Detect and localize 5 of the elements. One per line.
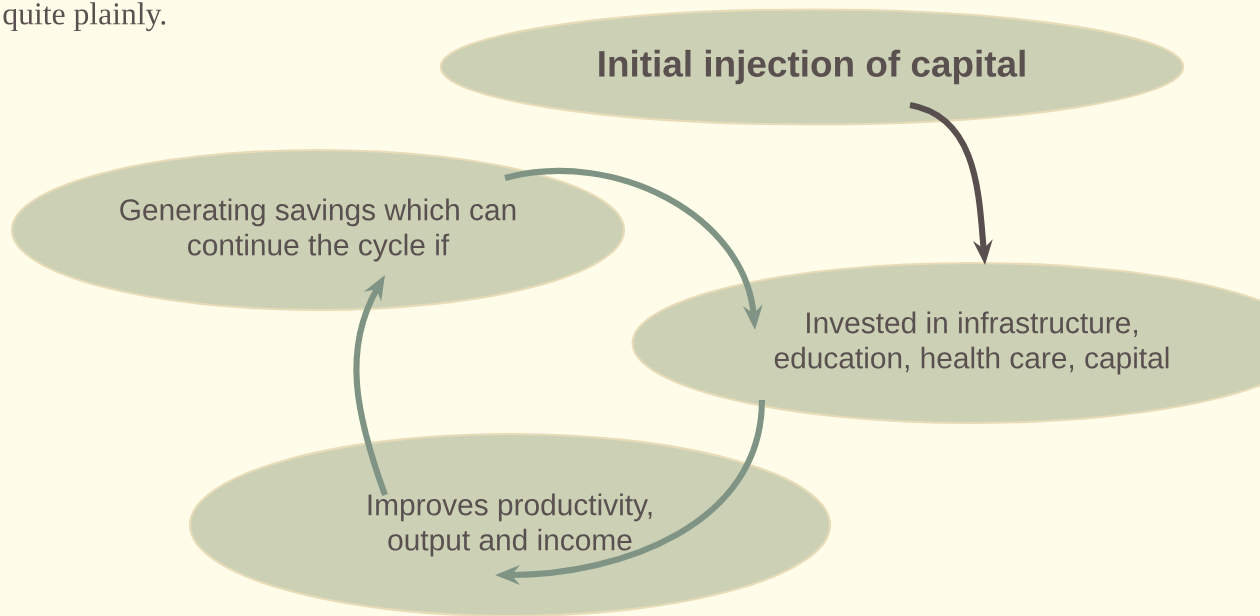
ellipse-node: Improves productivity, output and income (188, 432, 832, 616)
ellipse-node: Initial injection of capital (439, 8, 1185, 126)
body-text: quite plainly. (3, 2, 166, 32)
ellipse-node: Generating savings which can continue the cycle if (10, 148, 626, 312)
ellipse-node: Invested in infrastructure, education, health care, capital (631, 261, 1260, 425)
